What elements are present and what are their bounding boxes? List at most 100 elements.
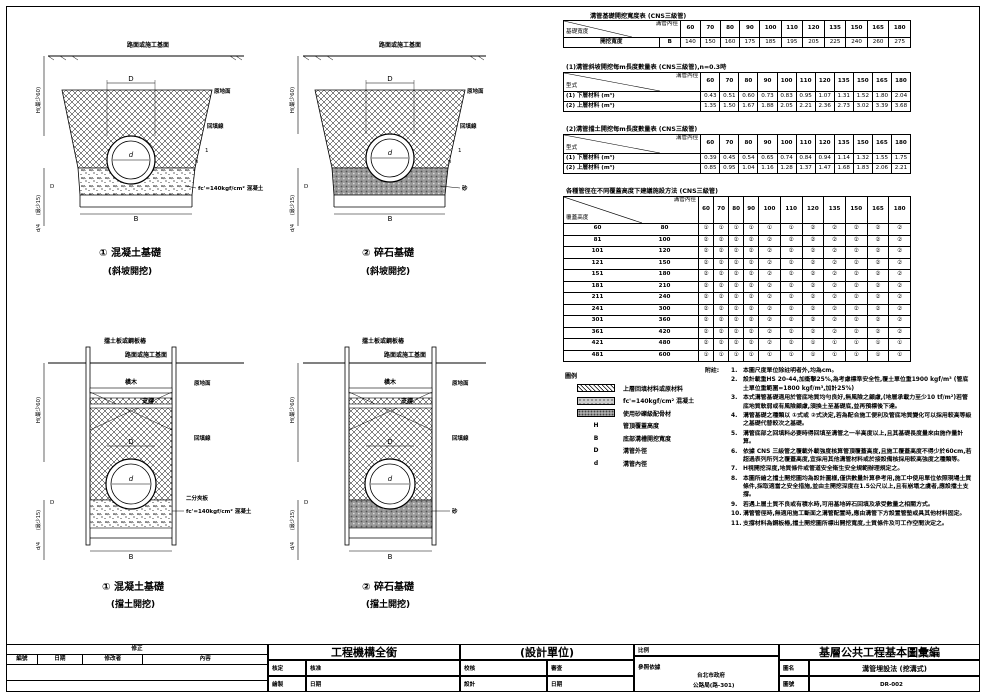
- d4-gravel-label: 砂: [451, 507, 458, 515]
- col-header: 90: [757, 72, 778, 92]
- d2-h-label: H(最少60): [289, 87, 296, 113]
- table-cell: ①: [713, 349, 730, 362]
- row-label: 開挖寬度: [563, 37, 660, 48]
- col-header: 80: [719, 20, 741, 38]
- table-cell: 0.85: [700, 163, 721, 174]
- corner-diagonal: [564, 73, 660, 91]
- d2-dim-D: D: [387, 75, 392, 83]
- note-item: 9.若遇上層土質不良或有積水時,可用基地碎石回填及承受數量之相關方式。: [731, 501, 973, 509]
- d1-concrete-label: fc'=140kgf/cm² 混凝土: [198, 184, 264, 192]
- table-cell: 2.36: [814, 101, 835, 112]
- cell-0: 核定: [268, 660, 306, 676]
- table-cell: ②: [743, 234, 760, 247]
- cell-label: 審查: [551, 666, 563, 672]
- d2-gravel-label: 砂: [461, 184, 468, 192]
- table-cell: 2.21: [795, 101, 816, 112]
- note-number: 4.: [731, 413, 738, 420]
- legend-symbol: d: [593, 459, 599, 467]
- range-to: 600: [631, 349, 700, 362]
- d1-backfill-label: 回填線: [207, 122, 224, 130]
- table-cell: ②: [823, 246, 846, 259]
- table-cell: ②: [728, 338, 745, 351]
- d1-road-label: 路面或施工基面: [127, 41, 169, 49]
- legend-text: 底部溝槽開挖寬度: [623, 435, 672, 443]
- note-item: 5.溝管底部之回填料必要時得回填至溝管之一半高度以上,且其基礎長度量來由施作量計…: [731, 430, 973, 447]
- d3-dim-B: B: [129, 553, 134, 561]
- range-from: 181: [563, 280, 632, 293]
- cell-label: 日期: [310, 682, 322, 688]
- col-header: 100: [759, 20, 782, 38]
- table-cell: 1.31: [833, 91, 854, 102]
- diagrams-svg: d D B H(最少60) 路面或施工基面 原地面 回填線 fc'=140kgf…: [35, 41, 486, 610]
- table-cell: 1.75: [890, 153, 912, 164]
- corner-diagonal: [564, 21, 632, 37]
- range-to: 240: [631, 292, 700, 305]
- col-header: 90: [743, 196, 760, 224]
- d2-dim-d: d: [388, 149, 393, 157]
- table-cell: ②: [779, 234, 803, 247]
- d1-title: ① 混凝土基礎: [99, 246, 162, 259]
- legend-swatch-gravel: [577, 409, 615, 418]
- range-from: 211: [563, 292, 632, 305]
- range-to: 420: [631, 326, 700, 339]
- corner-bottom: 覆蓋高度: [566, 215, 589, 222]
- table-cell: ②: [801, 246, 825, 259]
- table-cell: 2.21: [890, 163, 912, 174]
- table-cell: 150: [699, 37, 721, 48]
- diagram-slope-concrete: d D B H(最少60) 路面或施工基面 原地面 回填線 fc'=140kgf…: [35, 41, 264, 277]
- design-block: (設計單位): [460, 644, 634, 660]
- table-cell: ②: [866, 257, 890, 270]
- col-header: 180: [888, 196, 911, 224]
- d4-title: ② 碎石基礎: [362, 580, 415, 593]
- table-cell: ②: [888, 269, 911, 282]
- corner-bottom: 型式: [566, 145, 578, 152]
- table-cell: 0.94: [814, 153, 835, 164]
- d2-ground-label: 原地面: [467, 87, 484, 95]
- d2-title: ② 碎石基礎: [362, 246, 415, 259]
- table-cell: 1.35: [700, 101, 721, 112]
- table-cell: ②: [758, 292, 781, 305]
- col-header: 60: [680, 20, 701, 38]
- row-label: (2) 上層材料 (m³): [562, 163, 702, 174]
- table-cell: ②: [713, 269, 730, 282]
- corner-top: 溝管內徑: [655, 21, 679, 27]
- diagram-slope-gravel: d D B H(最少60) 路面或施工基面 原地面 回填線 砂 1 n D (最…: [289, 41, 486, 277]
- note-item: 3.本式溝管基礎適用於管底地質均勻良好,無風險之顧慮,(地層承載力至少10 tf…: [731, 394, 973, 411]
- col-header: 110: [780, 20, 804, 38]
- table-cell: 1.32: [852, 153, 873, 164]
- table-cell: 1.80: [871, 91, 892, 102]
- table-corner: 溝管內徑型式: [562, 72, 702, 92]
- table-cell: ②: [779, 292, 803, 305]
- table-cell: ②: [888, 292, 911, 305]
- corner-diagonal: [564, 135, 660, 153]
- table-cell: ①: [823, 349, 846, 362]
- d3-concrete-label: fc'=140kgf/cm² 混凝土: [186, 507, 252, 515]
- rev-block: 修正 編號日期修改者內容: [6, 644, 268, 692]
- note-text: 支撐材料為鋼板樁,擋土開挖圖所標出開挖寬度,土質條件及可工作空間決定之。: [743, 520, 948, 527]
- table-cell: 2.05: [776, 101, 797, 112]
- legend-symbol: H: [593, 422, 599, 430]
- table-cell: 1.07: [814, 91, 835, 102]
- corner-bottom: 基礎寬度: [566, 29, 589, 36]
- table-cell: 0.95: [719, 163, 740, 174]
- d4-dim-Dleft: D: [304, 500, 308, 506]
- d1-slope-n: n: [195, 159, 199, 165]
- note-number: 7.: [731, 466, 738, 473]
- table-cell: 0.51: [719, 91, 740, 102]
- table-cell: ②: [758, 303, 781, 316]
- legend-text: 使用砂礫級配骨材: [623, 410, 672, 418]
- note-text: H視開挖深度,地質條件或管道安全衛生安全規範辦理規定之。: [743, 466, 904, 473]
- cell-label: 校核: [464, 666, 476, 672]
- table-cell: ②: [713, 234, 730, 247]
- d4-dim-B: B: [388, 553, 393, 561]
